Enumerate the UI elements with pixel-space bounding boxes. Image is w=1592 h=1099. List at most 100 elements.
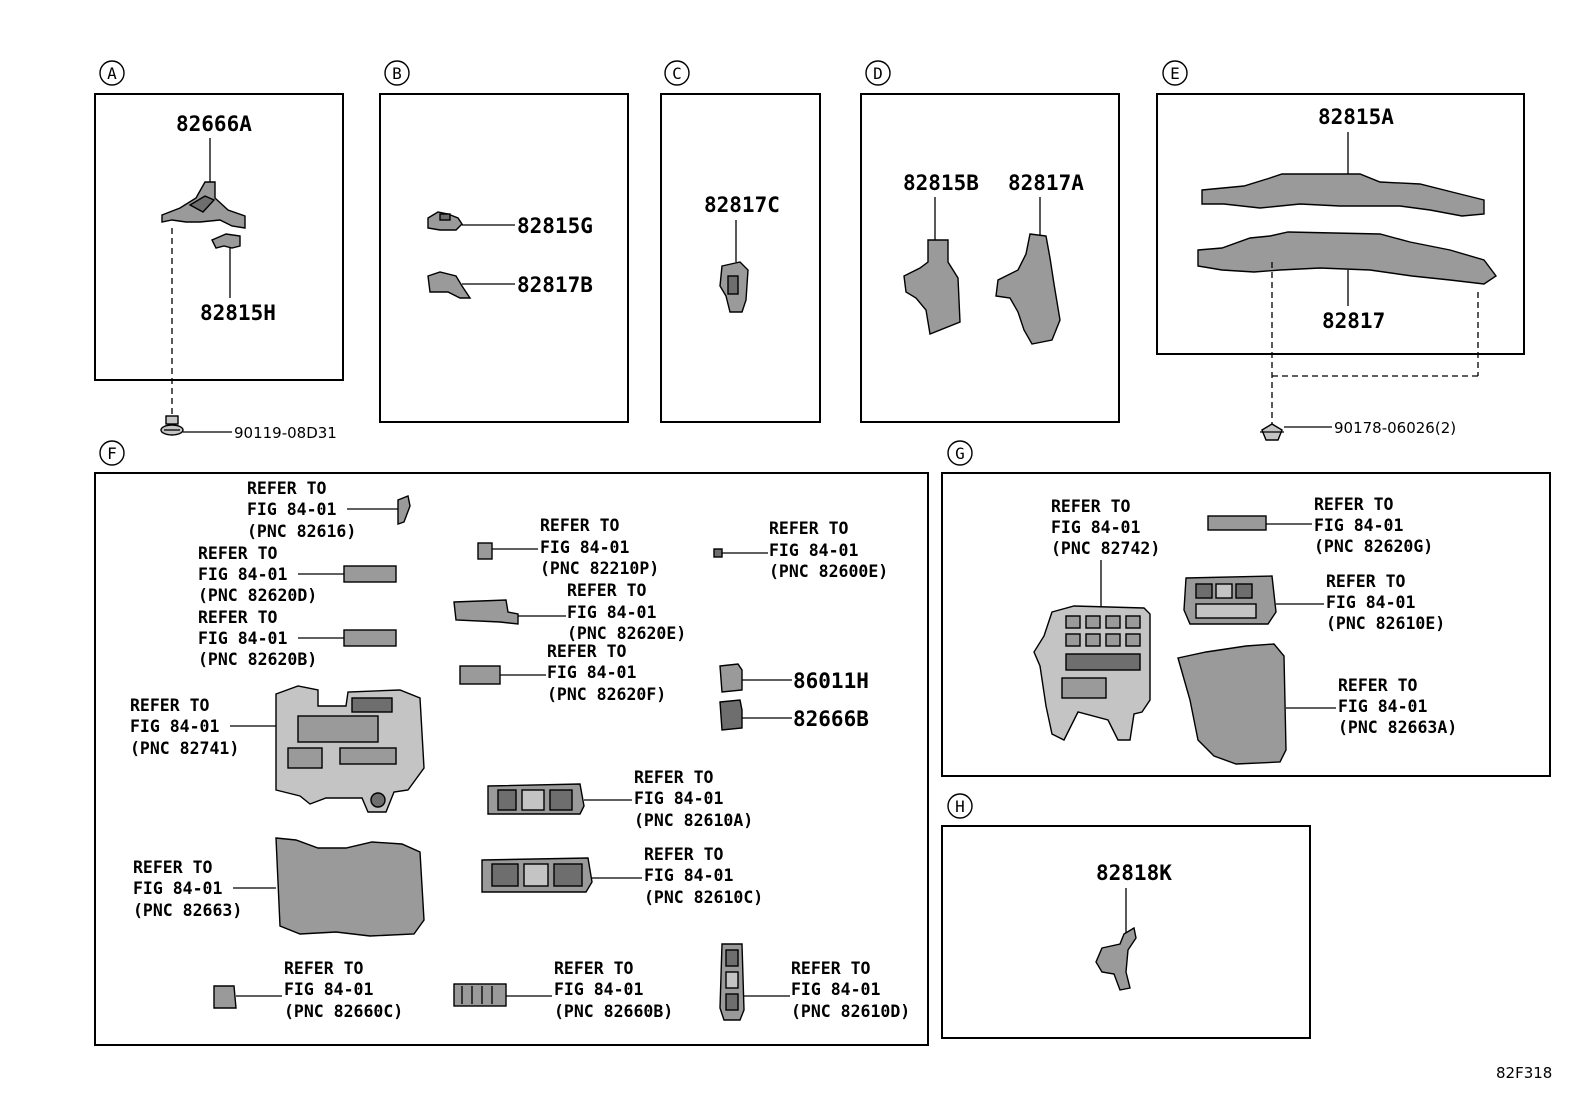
part-82815H-bracket[interactable] [211,233,241,249]
part-82210P-icon[interactable] [477,542,493,560]
svg-text:REFER TO: REFER TO [567,581,647,600]
bolt-90119-icon[interactable] [160,415,184,436]
refer-82616[interactable]: REFER TO FIG 84-01 (PNC 82616) [247,479,356,541]
section-f: F REFER TO FIG 84-01 (PNC 82616) REFER T… [94,440,929,1046]
part-82610C-relay-block[interactable] [481,857,593,893]
svg-text:(PNC 82610D): (PNC 82610D) [791,1002,910,1021]
part-label-82666A[interactable]: 82666A [176,112,252,136]
part-82620B-icon[interactable] [343,629,397,647]
part-label-90119-08D31[interactable]: 90119-08D31 [234,424,337,442]
section-e-box [1156,93,1525,355]
svg-text:FIG 84-01: FIG 84-01 [554,980,643,999]
part-label-82817A[interactable]: 82817A [1008,171,1084,195]
part-82660B-connector[interactable] [453,983,507,1007]
refer-82620D[interactable]: REFER TO FIG 84-01 (PNC 82620D) [198,544,317,605]
svg-text:REFER TO: REFER TO [247,479,327,498]
part-82817A-cover[interactable] [995,233,1061,345]
section-a: A 82666A 82815H 90119-08D31 [94,60,344,442]
svg-text:REFER TO: REFER TO [133,858,213,877]
svg-text:FIG 84-01: FIG 84-01 [540,538,629,557]
part-82815B-cover[interactable] [903,239,961,335]
part-label-82815G[interactable]: 82815G [517,214,593,238]
part-label-90178-06026[interactable]: 90178-06026(2) [1334,419,1456,437]
part-82817B-clip[interactable] [427,271,472,299]
part-label-86011H[interactable]: 86011H [793,669,869,693]
part-82610D-fuse-holder[interactable] [719,943,745,1021]
svg-text:FIG 84-01: FIG 84-01 [198,629,287,648]
part-86011H-icon[interactable] [719,663,743,693]
section-g: G REFER TO FIG 84-01 (PNC 82742) REFER T… [941,440,1551,777]
part-82666A-bracket[interactable] [161,181,246,229]
section-b: B 82815G 82817B [379,60,629,423]
section-h-box [941,825,1311,1039]
svg-text:FIG 84-01: FIG 84-01 [130,717,219,736]
svg-text:REFER TO: REFER TO [198,608,278,627]
svg-text:REFER TO: REFER TO [634,768,714,787]
part-82620F-icon[interactable] [459,665,501,685]
part-label-82815H[interactable]: 82815H [200,301,276,325]
part-label-82817[interactable]: 82817 [1322,309,1385,333]
refer-82620F[interactable]: REFER TO FIG 84-01 (PNC 82620F) [547,642,666,704]
svg-text:REFER TO: REFER TO [1326,572,1406,591]
svg-text:REFER TO: REFER TO [644,845,724,864]
refer-82610E[interactable]: REFER TO FIG 84-01 (PNC 82610E) [1326,572,1445,633]
part-label-82818K[interactable]: 82818K [1096,861,1172,885]
svg-text:FIG 84-01: FIG 84-01 [769,541,858,560]
section-h-letter: H [955,797,965,816]
refer-82620G[interactable]: REFER TO FIG 84-01 (PNC 82620G) [1314,495,1433,556]
part-82815G-clip[interactable] [427,211,463,231]
svg-text:(PNC 82742): (PNC 82742) [1051,539,1160,558]
svg-text:REFER TO: REFER TO [130,696,210,715]
section-b-letter: B [392,64,402,83]
svg-text:FIG 84-01: FIG 84-01 [1051,518,1140,537]
part-82620G-icon[interactable] [1207,515,1267,531]
refer-82620B[interactable]: REFER TO FIG 84-01 (PNC 82620B) [198,608,317,669]
section-c-box [660,93,821,423]
part-label-82815A[interactable]: 82815A [1318,105,1394,129]
part-82616-icon[interactable] [397,495,411,525]
refer-82663[interactable]: REFER TO FIG 84-01 (PNC 82663) [133,858,242,920]
svg-text:(PNC 82663A): (PNC 82663A) [1338,718,1457,737]
part-82741-junction-block[interactable] [275,685,425,813]
part-label-82666B[interactable]: 82666B [793,707,869,731]
svg-text:(PNC 82660C): (PNC 82660C) [284,1002,403,1021]
refer-82660C[interactable]: REFER TO FIG 84-01 (PNC 82660C) [284,959,403,1021]
svg-text:(PNC 82210P): (PNC 82210P) [540,559,659,578]
svg-text:(PNC 82620E): (PNC 82620E) [567,624,686,643]
section-e: E 82815A 82817 90178-06026(2) [1156,60,1525,441]
part-82818K-bracket[interactable] [1095,926,1137,991]
part-82660C-icon[interactable] [213,985,237,1009]
part-82815A-bracket[interactable] [1201,173,1485,217]
part-label-82817B[interactable]: 82817B [517,273,593,297]
section-a-box [94,93,344,381]
part-label-82815B[interactable]: 82815B [903,171,979,195]
part-82663A-cover[interactable] [1177,643,1287,765]
part-82663-cover[interactable] [275,837,425,937]
refer-82610D[interactable]: REFER TO FIG 84-01 (PNC 82610D) [791,959,910,1021]
part-82610E-relay-block[interactable] [1183,575,1277,625]
refer-82742[interactable]: REFER TO FIG 84-01 (PNC 82742) [1051,497,1160,558]
svg-text:FIG 84-01: FIG 84-01 [1338,697,1427,716]
refer-82663A[interactable]: REFER TO FIG 84-01 (PNC 82663A) [1338,676,1457,737]
refer-82610A[interactable]: REFER TO FIG 84-01 (PNC 82610A) [634,768,753,830]
part-82817-bracket[interactable] [1197,231,1498,285]
refer-82620E[interactable]: REFER TO FIG 84-01 (PNC 82620E) [567,581,686,643]
svg-text:FIG 84-01: FIG 84-01 [247,500,336,519]
refer-82600E[interactable]: REFER TO FIG 84-01 (PNC 82600E) [769,519,888,581]
part-82742-junction-block[interactable] [1033,605,1151,741]
part-82620D-icon[interactable] [343,565,397,583]
part-82610A-relay-block[interactable] [487,783,585,815]
refer-82610C[interactable]: REFER TO FIG 84-01 (PNC 82610C) [644,845,763,907]
part-82620E-icon[interactable] [453,599,519,625]
part-label-82817C[interactable]: 82817C [704,193,780,217]
svg-text:REFER TO: REFER TO [554,959,634,978]
refer-82741[interactable]: REFER TO FIG 84-01 (PNC 82741) [130,696,239,758]
part-82817C-bracket[interactable] [719,261,749,313]
svg-text:FIG 84-01: FIG 84-01 [791,980,880,999]
refer-82660B[interactable]: REFER TO FIG 84-01 (PNC 82660B) [554,959,673,1021]
section-c-letter: C [672,64,682,83]
refer-82210P[interactable]: REFER TO FIG 84-01 (PNC 82210P) [540,516,659,578]
part-82666B-icon[interactable] [719,699,743,731]
clip-90178-icon[interactable] [1260,423,1284,441]
part-82600E-icon[interactable] [713,548,723,558]
